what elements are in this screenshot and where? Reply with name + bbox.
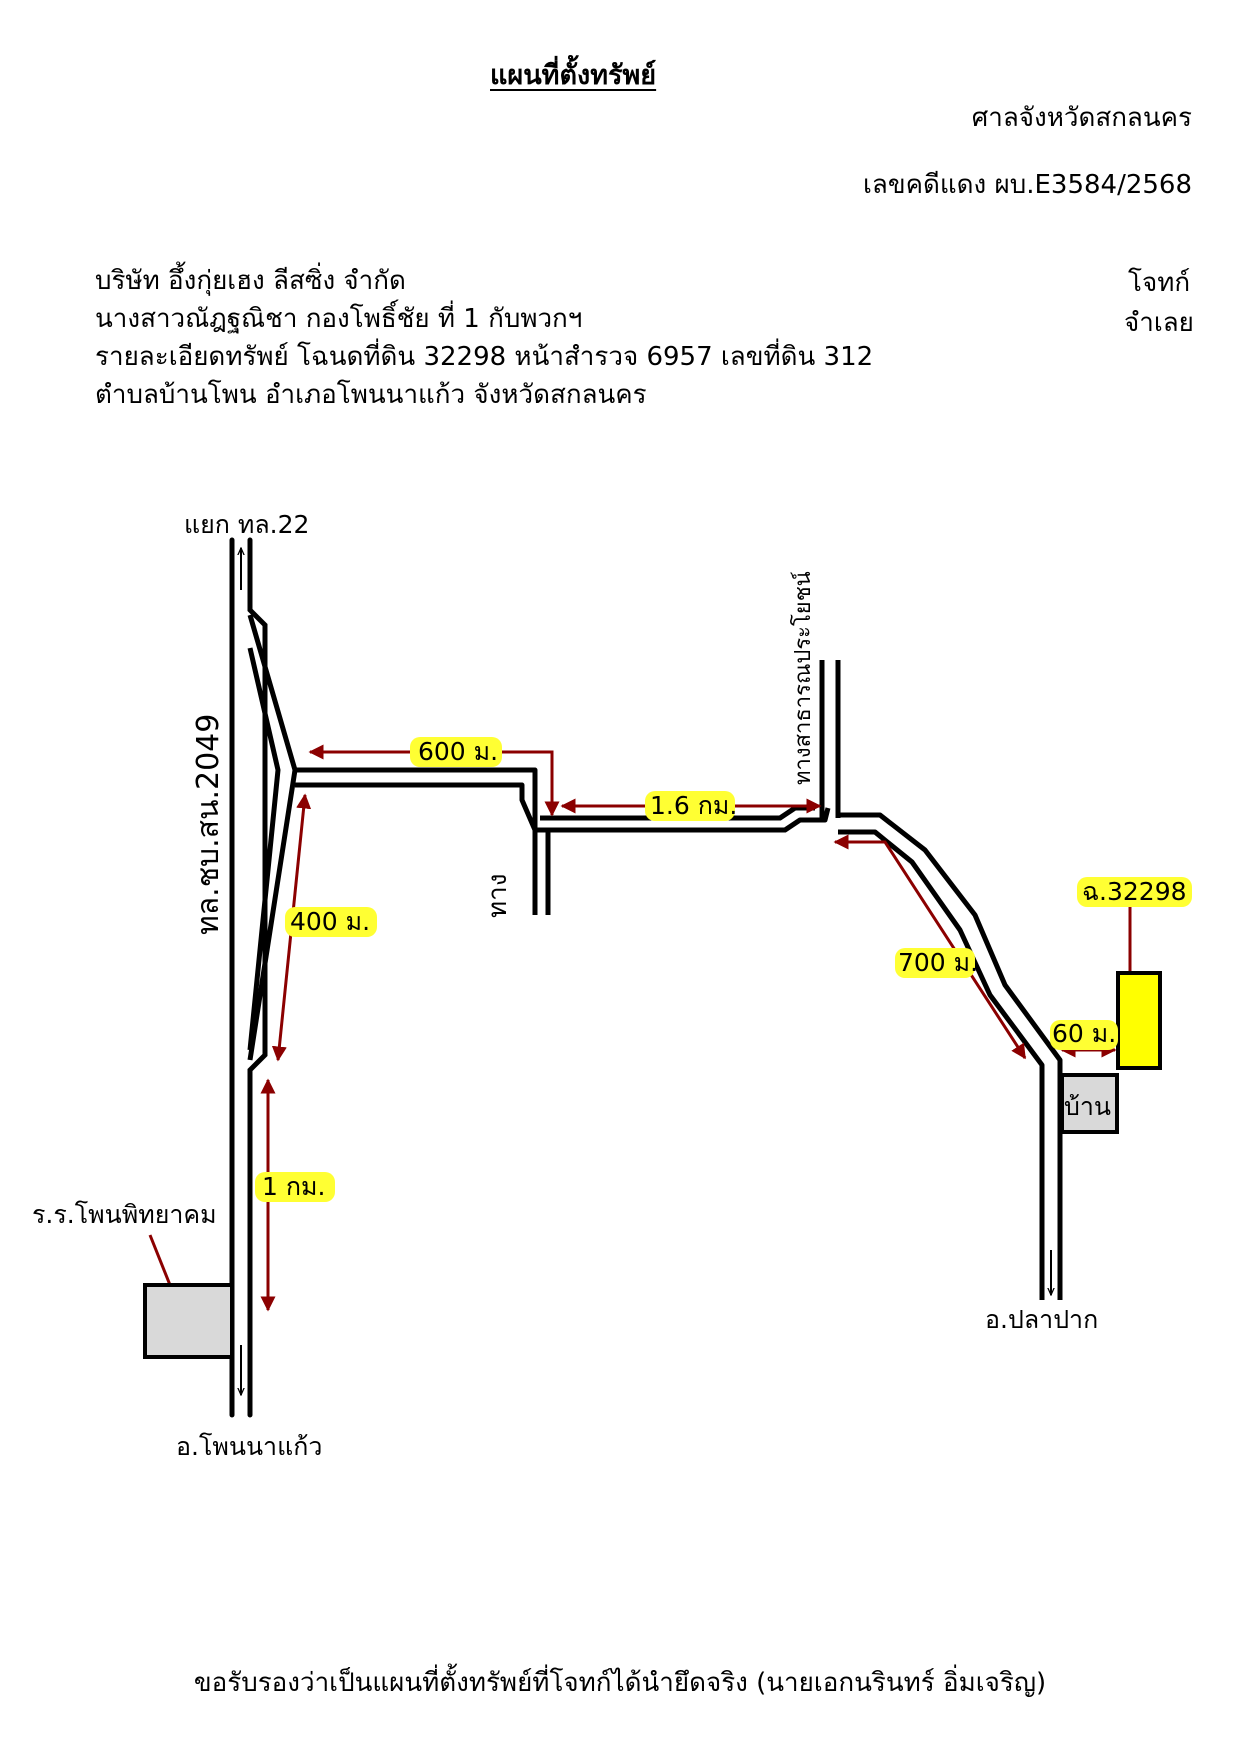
arrow-600m-tail [540, 750, 560, 817]
deed-label: ฉ.32298 [1082, 877, 1187, 906]
public-road [819, 660, 841, 818]
side-road-stub [532, 830, 551, 915]
map-title: แผนที่ตั้งทรัพย์ [490, 60, 657, 91]
distance-1-6km: 1.6 กม. [650, 791, 737, 820]
junction-22-label: แยก ทล.22 [184, 510, 309, 539]
distance-400m: 400 ม. [290, 907, 370, 936]
property-details: รายละเอียดทรัพย์ โฉนดที่ดิน 32298 หน้าสำ… [95, 342, 874, 372]
house-building [1060, 1073, 1119, 1134]
defendant-role: จำเลย [1124, 308, 1194, 338]
d1km-highlight [255, 1172, 335, 1202]
school-building [143, 1283, 234, 1359]
loop-road [247, 614, 298, 1061]
court-name: ศาลจังหวัดสกลนคร [971, 103, 1192, 133]
case-number: เลขคดีแดง ผบ.E3584/2568 [863, 170, 1192, 200]
d1-6km-highlight [645, 791, 735, 821]
highway-2049-road [229, 537, 268, 1418]
plaintiff-name: บริษัท อึ้งกุ่ยเฮง ลีสซิ่ง จำกัด [95, 266, 406, 296]
to-pla-pak-label: อ.ปลาปาก [985, 1305, 1098, 1334]
plaintiff-role: โจทก์ [1128, 268, 1191, 298]
deed-highlight [1077, 877, 1192, 907]
arrow-700m [833, 834, 1027, 1060]
d700-highlight [895, 948, 975, 978]
defendant-name: นางสาวณัฎฐณิชา กองโพธิ์ชัย ที่ 1 กับพวกฯ [95, 304, 583, 334]
distance-700m: 700 ม. [898, 948, 978, 977]
highway-2049-label: ทล.ชบ.สน.2049 [191, 714, 226, 935]
distance-60m: 60 ม. [1052, 1019, 1116, 1048]
d60-highlight [1050, 1020, 1118, 1050]
distance-1km: 1 กม. [262, 1172, 325, 1201]
school-label: ร.ร.โพนพิทยาคม [32, 1200, 217, 1229]
d600-highlight [410, 737, 502, 767]
d400-highlight [285, 907, 377, 937]
to-phon-na-kaeo-label: อ.โพนนาแก้ว [176, 1432, 322, 1461]
distance-600m: 600 ม. [418, 737, 498, 766]
public-road-label: ทางสาธารณประโยชน์ [790, 571, 816, 785]
property-location: ตำบลบ้านโพน อำเภอโพนนาแก้ว จังหวัดสกลนคร [95, 380, 647, 410]
land-plot-32298 [1116, 971, 1162, 1070]
pla-pak-road [838, 812, 1063, 1300]
road-label: ทาง [483, 874, 513, 918]
house-label: บ้าน [1064, 1092, 1111, 1121]
east-road [295, 767, 831, 915]
certification-text: ขอรับรองว่าเป็นแผนที่ตั้งทรัพย์ที่โจทก์ไ… [193, 1668, 1047, 1698]
